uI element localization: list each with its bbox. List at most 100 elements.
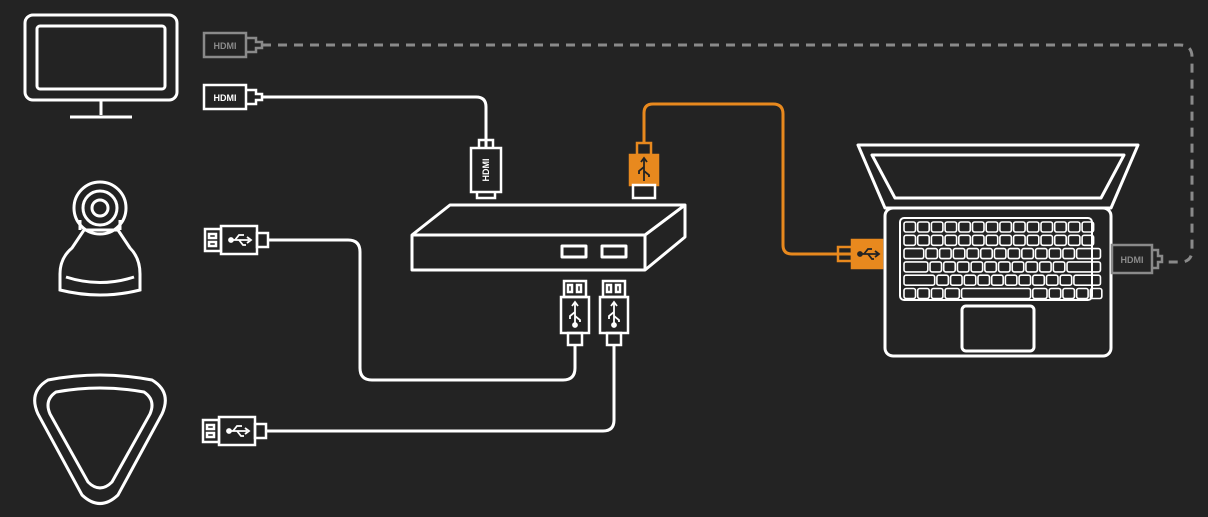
keyboard-key	[1011, 261, 1025, 273]
keyboard-key	[1004, 274, 1018, 287]
keyboard-key	[1081, 221, 1095, 233]
keyboard-key	[930, 221, 944, 233]
keyboard-key	[930, 234, 944, 247]
keyboard-key	[1089, 287, 1103, 300]
keyboard-key	[1026, 221, 1040, 233]
keyboard-key	[1062, 247, 1076, 260]
keyboard-key	[999, 221, 1013, 233]
ptz-camera-icon	[58, 180, 142, 297]
keyboard-key	[1031, 287, 1048, 300]
keyboard-key	[979, 247, 994, 260]
keyboard-key	[944, 221, 958, 233]
keyboard-key	[944, 287, 961, 300]
keyboard-key	[1075, 247, 1102, 260]
keyboard-key	[985, 234, 999, 247]
hdmi-label: HDMI	[1121, 255, 1144, 265]
laptop-icon	[856, 143, 1140, 358]
keyboard-key	[1026, 234, 1040, 247]
keyboard-key	[952, 247, 966, 260]
laptop-keyboard	[903, 221, 1103, 300]
keyboard-key	[1067, 234, 1081, 247]
usb-cable-camera-hub	[268, 238, 577, 382]
keyboard-key	[960, 287, 1032, 300]
keyboard-key	[903, 261, 929, 273]
keyboard-key	[903, 247, 925, 260]
keyboard-key	[977, 274, 991, 287]
keyboard-key	[1021, 247, 1035, 260]
keyboard-key	[1025, 261, 1039, 273]
keyboard-key	[971, 221, 985, 233]
keyboard-key	[916, 287, 931, 300]
hdmi-label: HDMI	[214, 41, 237, 51]
keyboard-key	[997, 261, 1011, 273]
keyboard-key	[1040, 221, 1054, 233]
keyboard-key	[990, 274, 1004, 287]
keyboard-key	[942, 261, 957, 273]
speakerphone-icon	[33, 373, 167, 505]
keyboard-key	[1034, 247, 1048, 260]
dashed-hdmi-cable	[262, 43, 1194, 264]
usb-hub-box-icon	[410, 203, 687, 272]
keyboard-key	[984, 261, 998, 273]
keyboard-key	[1040, 234, 1054, 247]
keyboard-key	[938, 247, 952, 260]
keyboard-key	[1075, 287, 1089, 300]
usb-plug-icon	[836, 238, 884, 270]
usb-plug-icon	[559, 279, 591, 347]
usb-plug-icon	[203, 224, 270, 256]
keyboard-key	[1073, 274, 1102, 287]
keyboard-key	[1062, 287, 1076, 300]
usb-cable-speaker-hub	[266, 345, 616, 433]
usb-plug-icon	[201, 415, 268, 447]
keyboard-key	[1081, 234, 1095, 247]
keyboard-key	[956, 261, 970, 273]
keyboard-key	[966, 247, 980, 260]
keyboard-key	[903, 287, 917, 300]
keyboard-key	[944, 234, 958, 247]
keyboard-key	[1067, 221, 1081, 233]
monitor-icon	[23, 13, 179, 119]
keyboard-key	[930, 287, 944, 300]
hdmi-plug-icon: HDMI	[202, 31, 264, 59]
keyboard-key	[936, 274, 950, 287]
keyboard-key	[957, 234, 972, 247]
hdmi-label: HDMI	[481, 159, 491, 182]
keyboard-key	[1053, 234, 1067, 247]
keyboard-key	[957, 221, 972, 233]
keyboard-key	[985, 221, 999, 233]
keyboard-key	[903, 234, 917, 247]
hdmi-cable-display-hub	[262, 95, 488, 148]
keyboard-key	[1053, 221, 1067, 233]
keyboard-key	[970, 261, 984, 273]
keyboard-key	[903, 274, 936, 287]
keyboard-key	[925, 247, 939, 260]
usb-cable-hub-laptop	[642, 102, 852, 256]
hdmi-plug-icon: HDMI	[1110, 243, 1164, 275]
keyboard-key	[1018, 274, 1032, 287]
hdmi-plug-icon: HDMI	[469, 138, 503, 200]
hdmi-label: HDMI	[214, 93, 237, 103]
hdmi-plug-icon: HDMI	[202, 83, 264, 111]
keyboard-key	[971, 234, 985, 247]
keyboard-key	[916, 234, 931, 247]
keyboard-key	[1031, 274, 1046, 287]
usb-plug-icon	[628, 141, 660, 200]
keyboard-key	[1048, 247, 1062, 260]
keyboard-key	[903, 221, 917, 233]
keyboard-key	[1045, 274, 1059, 287]
keyboard-key	[916, 221, 931, 233]
keyboard-key	[999, 234, 1013, 247]
keyboard-key	[1066, 261, 1102, 273]
keyboard-key	[963, 274, 977, 287]
keyboard-key	[1012, 221, 1026, 233]
keyboard-key	[1048, 287, 1062, 300]
keyboard-key	[929, 261, 943, 273]
keyboard-key	[1052, 261, 1066, 273]
keyboard-key	[1038, 261, 1052, 273]
usb-plug-icon	[598, 279, 630, 347]
keyboard-key	[949, 274, 963, 287]
keyboard-key	[1007, 247, 1021, 260]
keyboard-key	[1059, 274, 1073, 287]
